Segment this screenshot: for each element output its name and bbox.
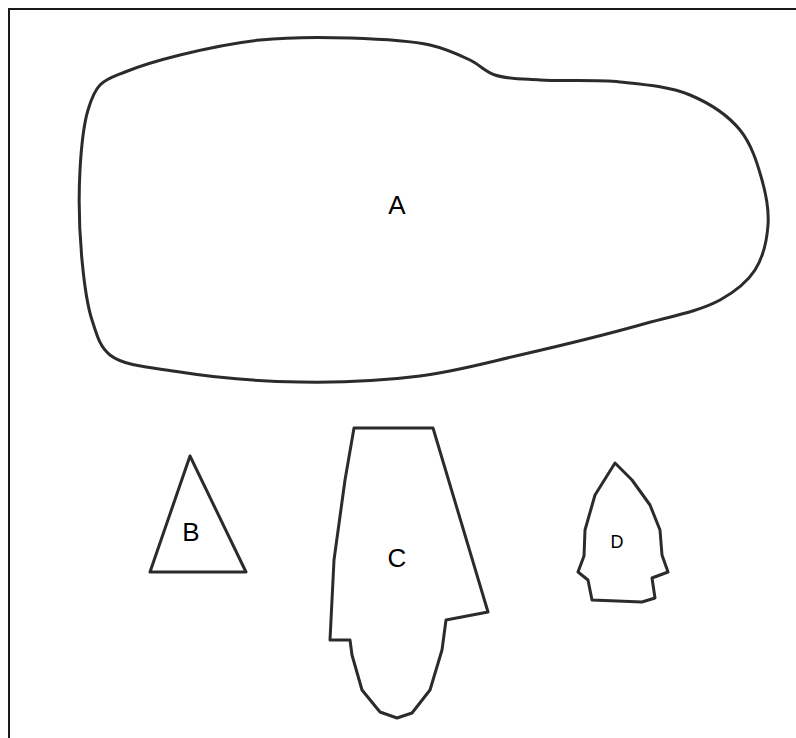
notched-arrowhead: D — [572, 457, 674, 608]
shape-outline — [150, 456, 246, 572]
shape-outline-svg — [324, 422, 494, 724]
shape-outline — [79, 37, 768, 382]
outline-shape-large: A — [74, 32, 774, 388]
shape-outline-svg — [144, 450, 252, 578]
triangle-point: B — [144, 450, 252, 578]
shape-letter: A — [388, 192, 405, 218]
stemmed-point: C — [324, 422, 494, 724]
frame-border — [9, 9, 796, 738]
shape-letter: C — [388, 545, 407, 571]
shape-outline — [578, 463, 668, 602]
shape-outline — [330, 428, 488, 718]
shape-letter: D — [611, 533, 624, 551]
shape-outline-svg — [74, 32, 774, 388]
shape-letter: B — [182, 519, 199, 545]
